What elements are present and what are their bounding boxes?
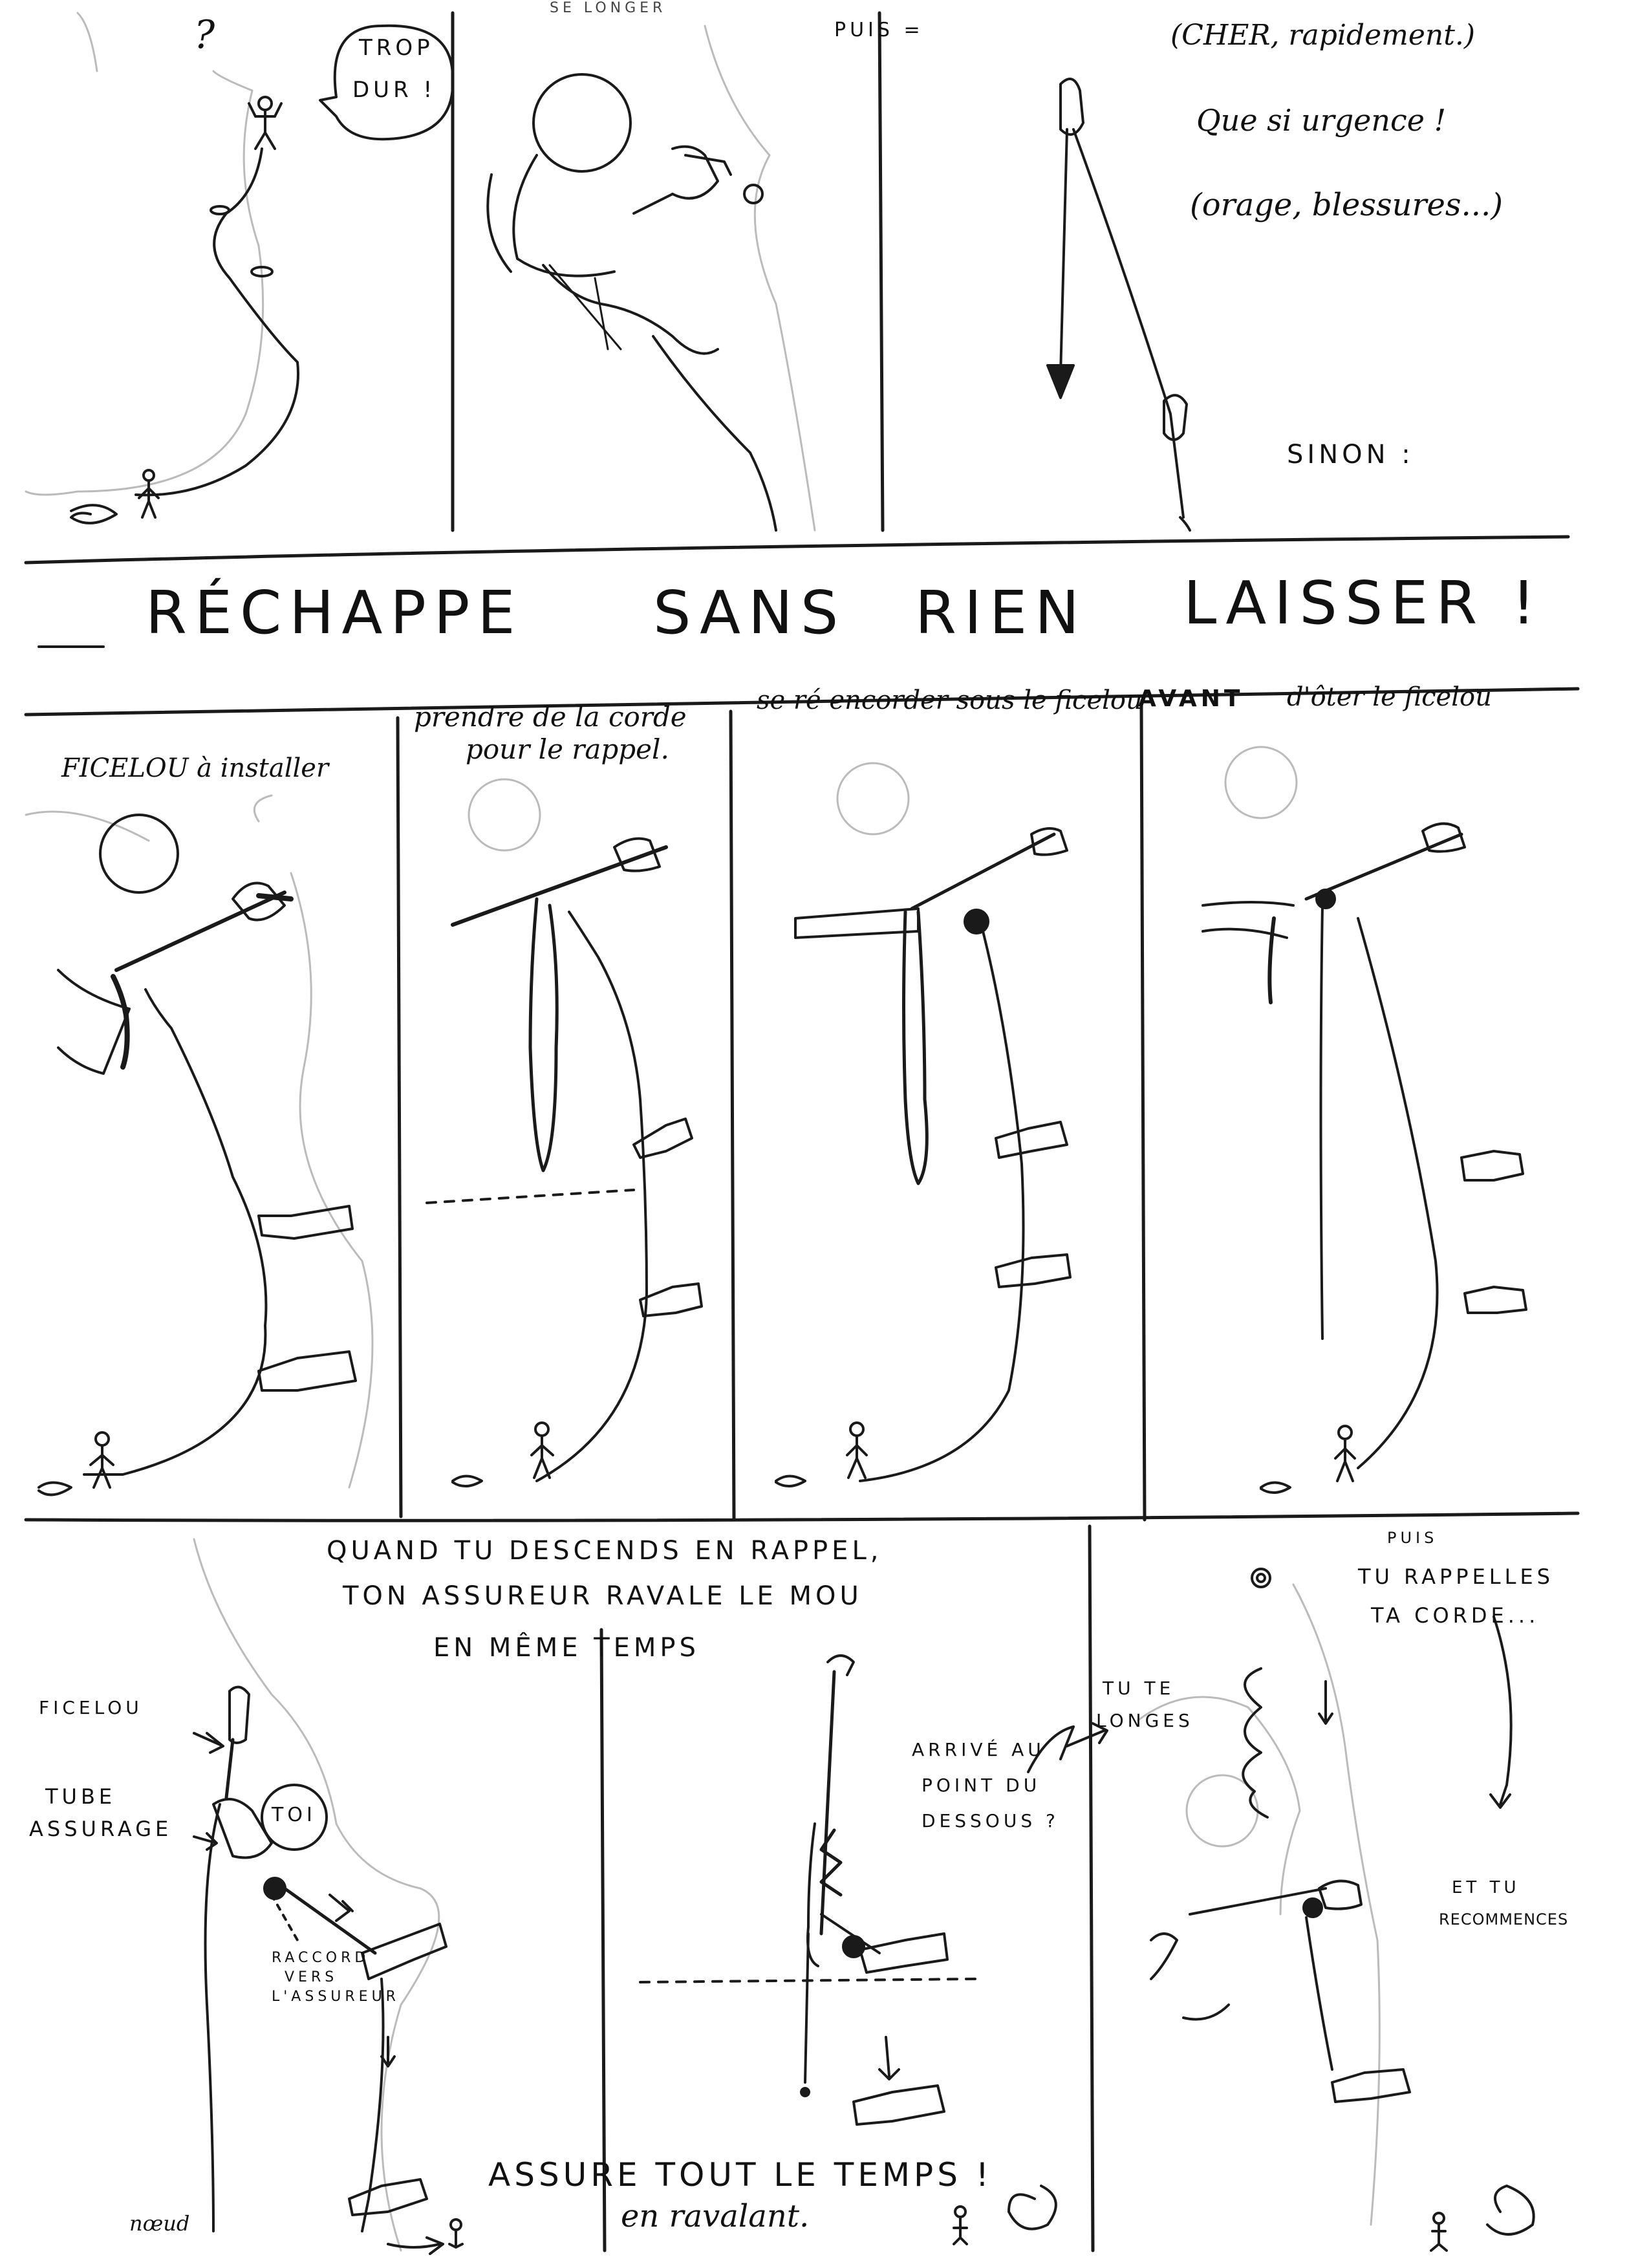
row3-header-line2: TON ASSUREUR RAVALE LE MOU xyxy=(343,1581,863,1611)
footer-main: ASSURE TOUT LE TEMPS ! xyxy=(488,2156,993,2194)
row3-panel3-drawing xyxy=(1066,1568,1535,2252)
panel34-caption-c: d'ôter le ficelou xyxy=(1287,682,1492,712)
title-word-2: SANS xyxy=(653,578,846,647)
label-tube-line1: TUBE xyxy=(45,1784,116,1809)
top-left-fragment: ? xyxy=(194,12,215,58)
note-line-1: (CHER, rapidement.) xyxy=(1170,19,1476,52)
panel2-caption-line1: prendre de la corde xyxy=(414,701,687,733)
title-word-1: RÉCHAPPE xyxy=(146,578,523,647)
row1-panel-borders xyxy=(24,11,1570,565)
row3-header-line1: QUAND TU DESCENDS EN RAPPEL, xyxy=(327,1536,883,1566)
sinon-label: SINON : xyxy=(1287,440,1414,470)
label-ficelou: FICELOU xyxy=(39,1697,143,1718)
puis-label: PUIS = xyxy=(834,19,924,41)
row3-header-line3: EN MÊME TEMPS xyxy=(433,1633,700,1663)
row3-panel2-drawing xyxy=(639,1654,1075,2245)
row2-panel1-drawing xyxy=(25,794,374,1496)
label-toi: TOI xyxy=(272,1804,316,1826)
speech-bubble-line1: TROP xyxy=(359,35,434,61)
top-middle-fragment: SE LONGER xyxy=(550,0,667,16)
note-line-2: Que si urgence ! xyxy=(1196,103,1447,138)
label-arrive-line2: POINT DU xyxy=(921,1775,1041,1796)
label-recommences-line1: ET TU xyxy=(1452,1878,1520,1897)
label-tube-line2: ASSURAGE xyxy=(29,1817,173,1841)
label-noeud: nœud xyxy=(129,2211,190,2236)
label-recommences-line2: RECOMMENCES xyxy=(1439,1910,1569,1928)
panel34-caption-b: AVANT xyxy=(1138,686,1244,712)
panel2-caption-line2: pour le rappel. xyxy=(466,733,669,765)
row2-panel3-drawing xyxy=(775,762,1072,1487)
row2-panel4-drawing xyxy=(1202,746,1527,1494)
label-raccord-line3: L'ASSUREUR xyxy=(272,1989,400,2005)
row1-panel1-climb xyxy=(25,12,299,524)
speech-bubble-line2: DUR ! xyxy=(352,77,436,103)
panel1-caption: FICELOU à installer xyxy=(61,753,329,783)
row2-panel-borders xyxy=(24,687,1580,1522)
row3-panel1-drawing xyxy=(193,1538,464,2255)
label-rappelles-line1: TU RAPPELLES xyxy=(1358,1564,1554,1589)
row1-panel3-rappel xyxy=(1046,78,1191,532)
label-tu-te-line2: LONGES xyxy=(1096,1710,1194,1731)
row3-panel-borders xyxy=(599,1524,1095,2252)
speech-bubble xyxy=(319,24,455,141)
row1-panel2-clipping xyxy=(486,25,816,532)
label-arrive-line1: ARRIVÉ AU xyxy=(912,1739,1045,1760)
note-line-3: (orage, blessures...) xyxy=(1190,187,1503,223)
label-rappelles-line2: TA CORDE... xyxy=(1371,1603,1540,1628)
panel34-caption-a: se ré encorder sous le ficelou xyxy=(757,686,1143,715)
label-arrive-line3: DESSOUS ? xyxy=(921,1810,1059,1831)
title-word-4: LAISSER ! xyxy=(1183,568,1544,638)
title-word-3: RIEN xyxy=(915,578,1088,647)
label-raccord-line1: RACCORD xyxy=(272,1950,370,1966)
label-puis: PUIS xyxy=(1387,1529,1438,1547)
row2-panel2-drawing xyxy=(426,778,703,1487)
label-tu-te-line1: TU TE xyxy=(1103,1678,1175,1699)
label-raccord-line2: VERS xyxy=(285,1969,338,1985)
footer-sub: en ravalant. xyxy=(621,2198,810,2234)
